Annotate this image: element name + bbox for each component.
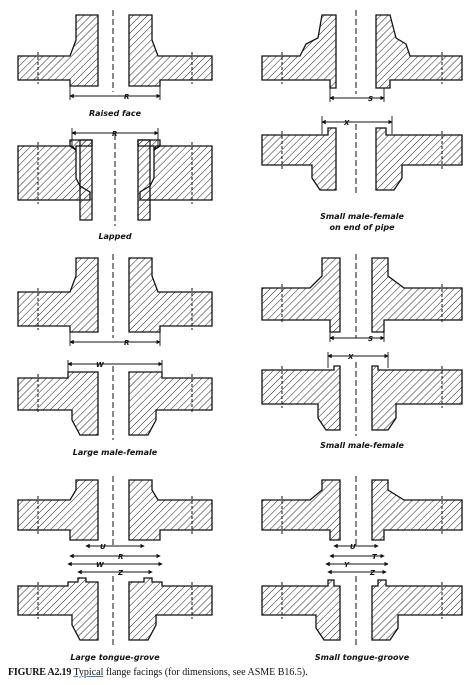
dim-label: Z (369, 569, 376, 577)
dim-label: W (96, 361, 104, 369)
flange-facings-diagram: R R S X R W S X U R W Z U T Y Z Raised f… (17, 10, 463, 662)
dim-label: T (372, 553, 378, 561)
large-male-female-flange (17, 257, 213, 436)
small-tongue-groove-flange (261, 479, 463, 641)
panel-label-raised-face: Raised face (89, 109, 142, 118)
panel-label-large-tongue-grove: Large tongue-grove (70, 653, 160, 662)
dim-label: R (112, 130, 117, 138)
figure-caption-id: FIGURE A2.19 (8, 667, 72, 678)
dim-label: U (350, 543, 356, 551)
panel-label-small-male-female-pipe-line2: on end of pipe (330, 223, 396, 232)
dim-label: U (100, 543, 106, 551)
dim-label: X (347, 353, 354, 361)
raised-face-flange (17, 14, 213, 87)
large-tongue-grove-flange (17, 479, 213, 641)
figure-caption-link[interactable]: Typical (73, 667, 104, 678)
panel-label-small-male-female-pipe: Small male-female (320, 212, 404, 221)
small-male-female-flange (261, 257, 463, 431)
panel-label-small-tongue-groove: Small tongue-groove (315, 653, 410, 662)
panel-label-large-male-female: Large male-female (73, 448, 158, 457)
dim-label: Z (117, 569, 124, 577)
dim-label: W (96, 561, 104, 569)
dim-label: S (368, 95, 373, 103)
panel-label-small-male-female: Small male-female (320, 441, 404, 450)
dim-label: R (118, 553, 123, 561)
figure-caption-text: flange facings (for dimensions, see ASME… (105, 667, 308, 678)
dim-label: R (124, 93, 129, 101)
dim-label: S (368, 335, 373, 343)
dim-label: R (124, 339, 129, 347)
dim-label: Y (344, 561, 350, 569)
panel-label-lapped: Lapped (98, 232, 131, 241)
lapped-flange (17, 139, 213, 221)
figure-caption: FIGURE A2.19 Typical flange facings (for… (8, 667, 308, 678)
small-male-female-pipe-end-flange (261, 14, 463, 191)
dim-label: X (343, 119, 350, 127)
